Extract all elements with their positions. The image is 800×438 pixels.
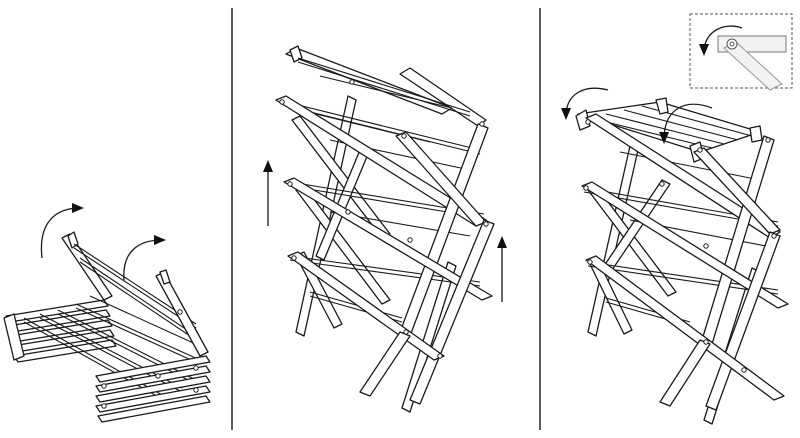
panel-top-shelf-rack: [561, 13, 793, 425]
inset-rotate-arrow: [699, 25, 743, 56]
curved-arrow-down: [659, 103, 713, 144]
folded-left-bars: [5, 299, 117, 363]
p3-front-legs: [581, 113, 789, 411]
folded-right-bars: [95, 355, 211, 423]
p3-bolts: [583, 119, 777, 373]
expanded-bolts: [279, 99, 489, 359]
curved-arrow-counterclockwise: [561, 87, 609, 120]
curved-arrow-up-right-2: [123, 235, 166, 281]
panel-folded-rack: [3, 203, 211, 423]
top-shelf: [285, 45, 487, 127]
hinge-detail-inset: [689, 13, 793, 91]
curved-arrow-up-right-1: [40, 203, 84, 259]
unfolding-arm-right: [155, 269, 209, 357]
panel-expanded-rack: [263, 45, 507, 413]
folded-left-leg: [3, 313, 25, 361]
